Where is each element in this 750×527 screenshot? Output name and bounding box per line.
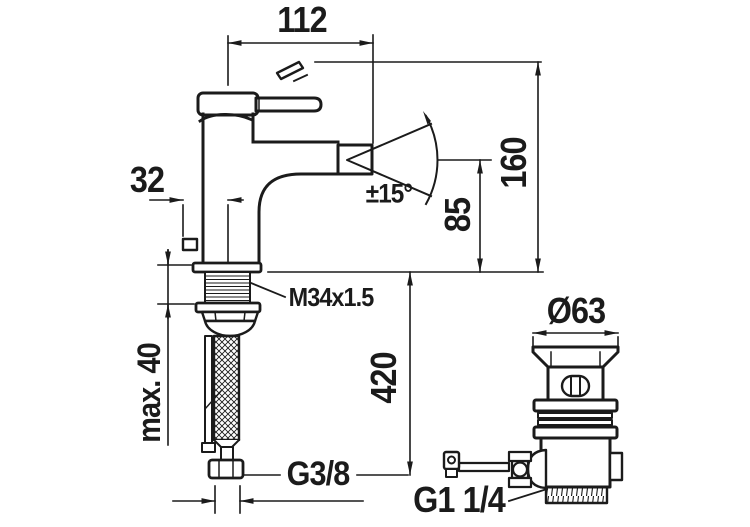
handle-cap [196,91,260,117]
dim-label-420: 420 [363,352,404,404]
swivel-arrowhead [423,111,431,125]
hose-nut [207,458,245,480]
waste-thread-leader [507,487,549,503]
lever-handle [254,96,323,113]
waste-thread-label: G1 1/4 [413,479,506,520]
spout-outlet [336,143,374,176]
locknut-band [200,310,260,323]
pivot-rod [457,461,511,473]
dim-label-160: 160 [493,137,534,189]
thread-label: M34x1.5 [288,282,375,312]
supply-thread-label: G3/8 [286,455,351,493]
waste-tailpiece [539,436,612,489]
supply-hose [212,334,241,442]
waste-thread [544,485,609,505]
waste-funnel [531,345,620,369]
pivot-ball [511,461,529,478]
dim-label-angle: ±15° [365,178,413,209]
threaded-shank [204,271,251,304]
popup-knob [181,237,199,252]
dim-label-112: 112 [277,0,327,40]
thread-leader [249,281,287,299]
base-flange [191,261,263,274]
dim-label-32: 32 [129,159,165,200]
lever-tip-mark [275,60,305,81]
overflow-slot [560,374,591,398]
locknut-flange [194,301,262,314]
dim-label-max40: max. 40 [131,343,167,443]
swivel-cone [346,122,433,198]
waste-diameter-label: Ø63 [546,290,606,331]
locknut-dome [203,319,257,338]
faucet-body [181,60,439,480]
popup-rod [204,335,213,444]
dim-label-85: 85 [437,197,478,233]
swivel-arc [424,114,439,206]
dimension-lines [149,34,619,514]
popup-waste [442,345,624,505]
